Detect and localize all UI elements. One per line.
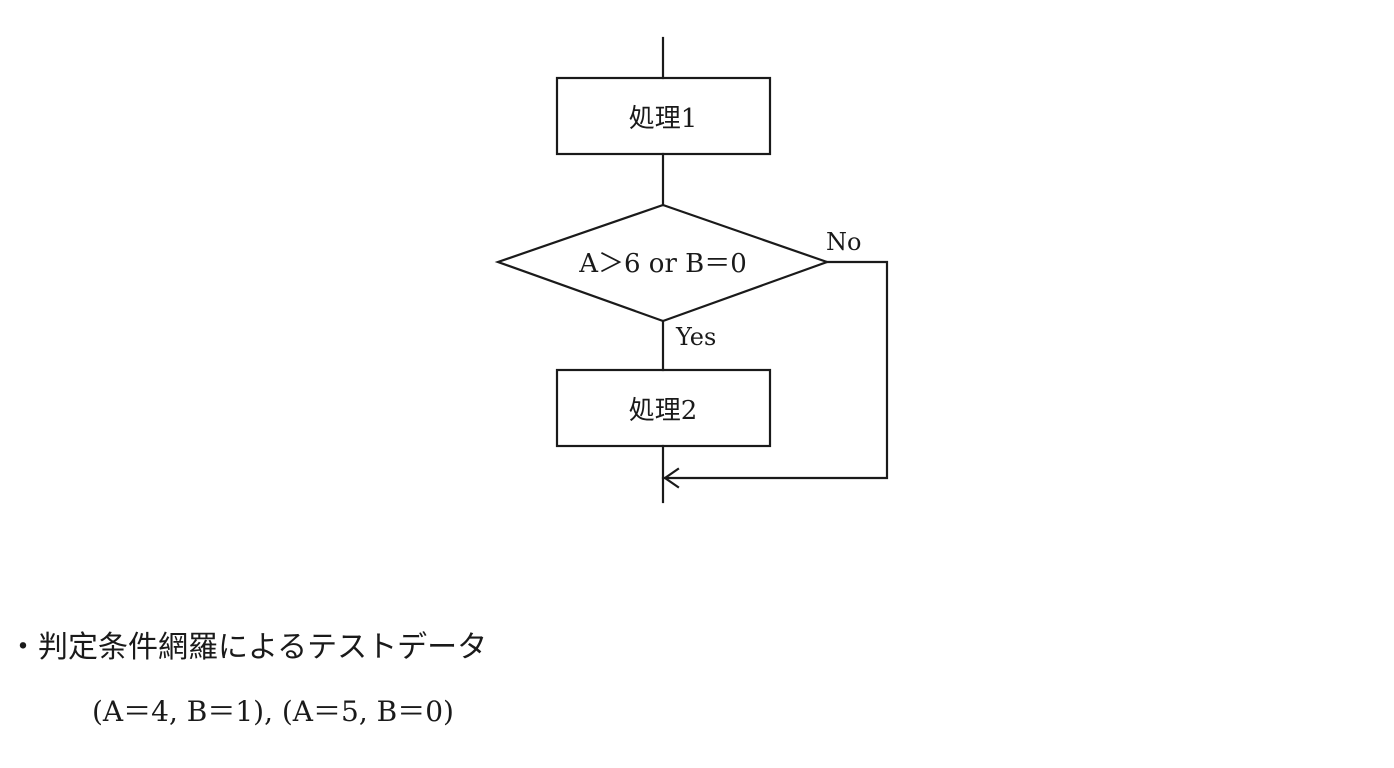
process2-label: 処理2: [629, 396, 698, 426]
yes-label: Yes: [675, 323, 716, 351]
test-data-values: (A＝4, B＝1), (A＝5, B＝0): [92, 695, 454, 728]
process1-label: 処理1: [629, 104, 698, 134]
flowchart-diagram: 処理1 A＞6 or B＝0 No Yes 処理2: [494, 36, 889, 504]
test-data-caption: ・判定条件網羅によるテストデータ: [8, 630, 488, 665]
decision-label: A＞6 or B＝0: [578, 249, 747, 279]
no-label: No: [826, 228, 861, 256]
merge-arrowhead: [663, 467, 680, 489]
no-branch-path: [661, 260, 889, 480]
